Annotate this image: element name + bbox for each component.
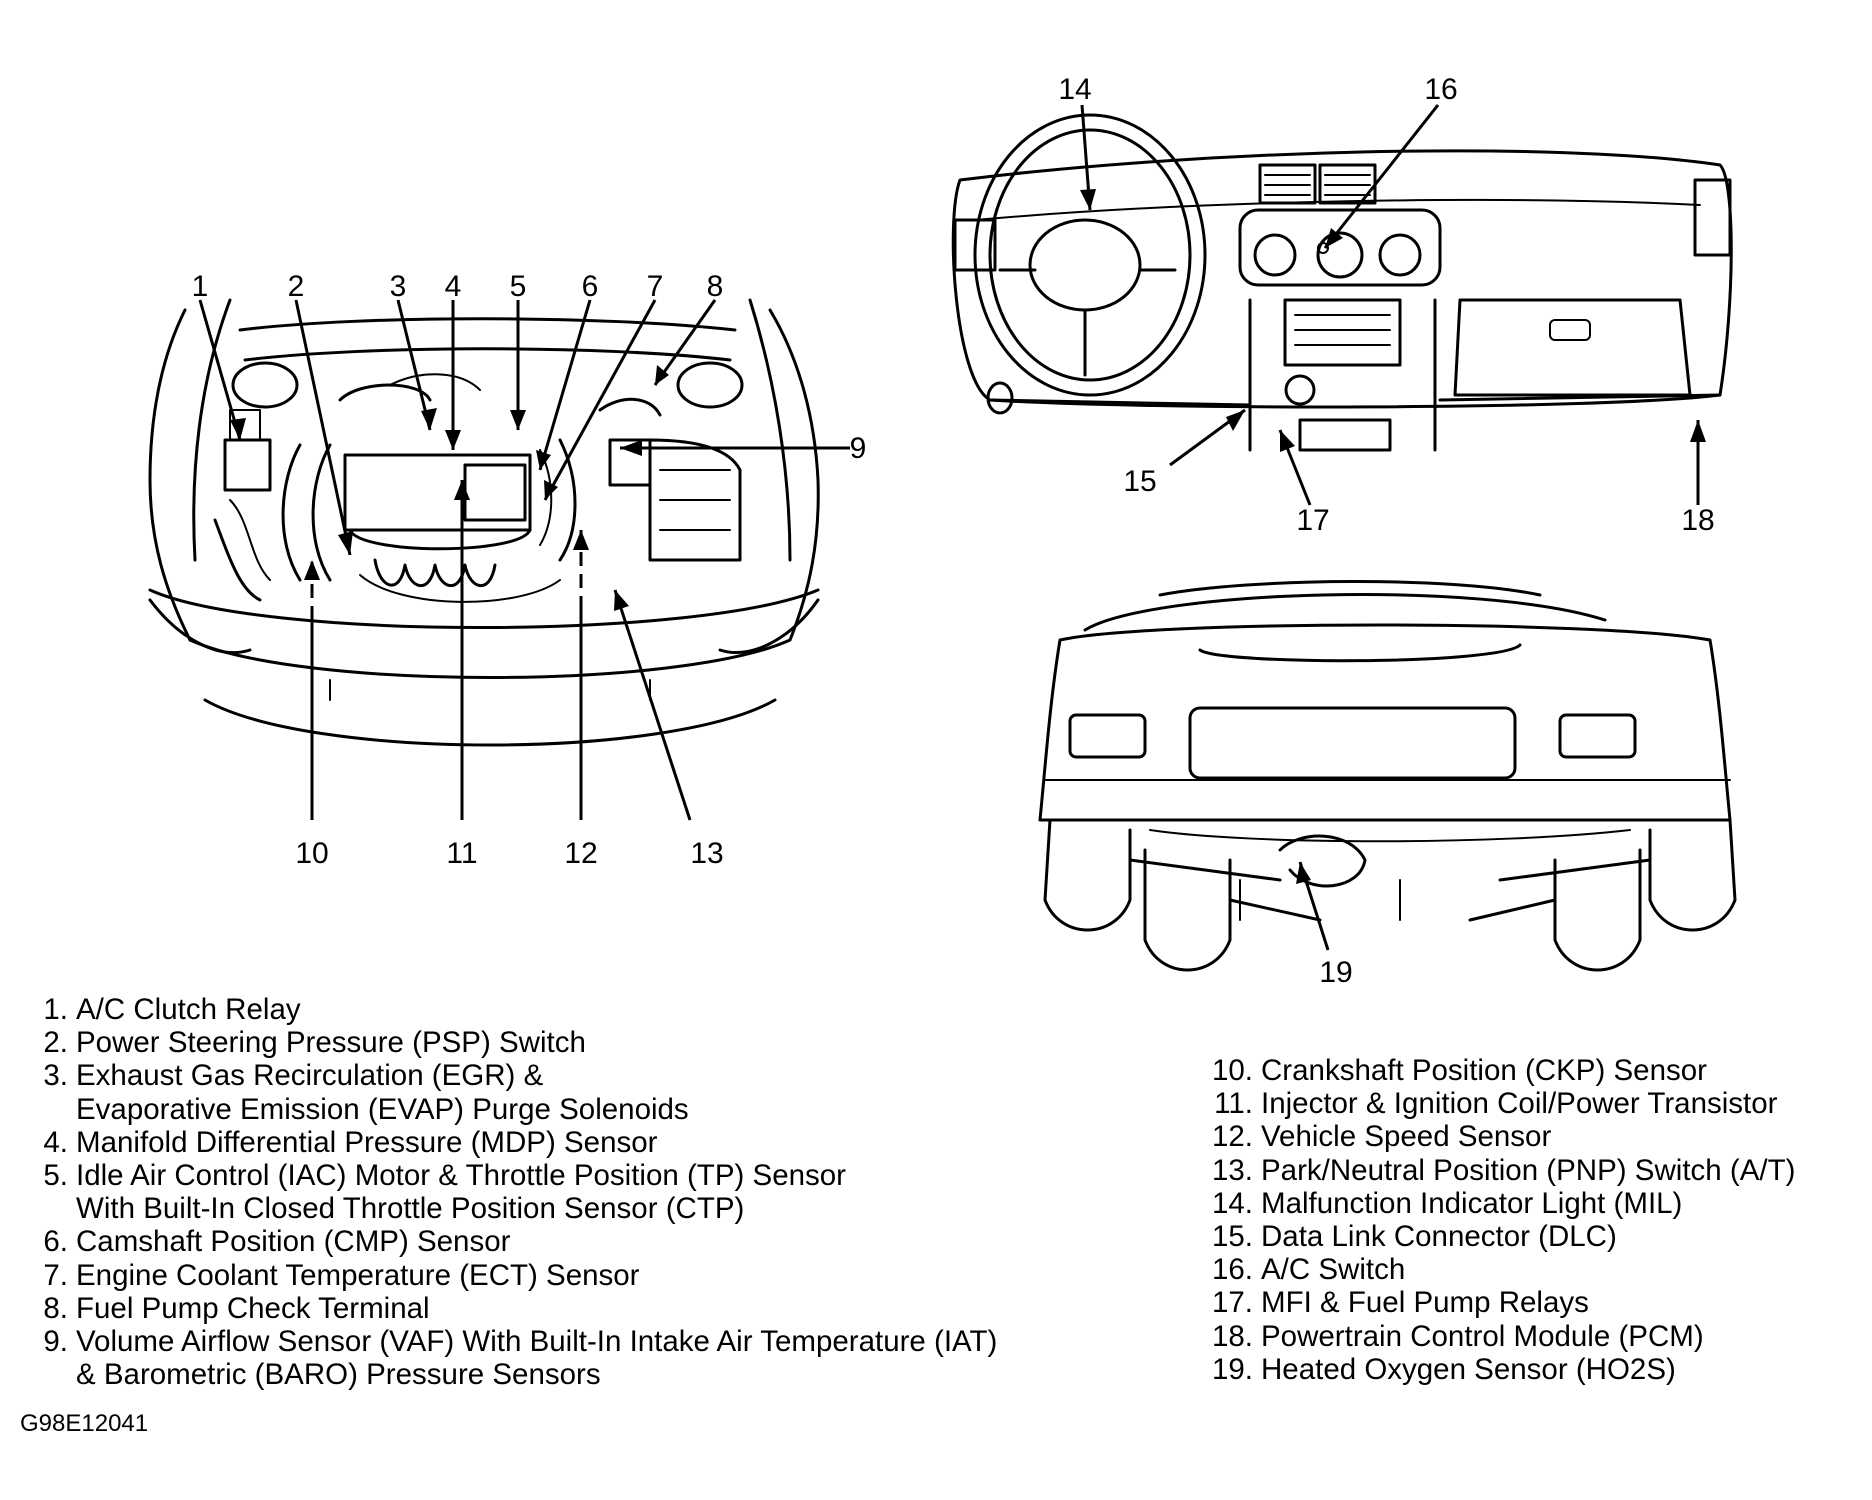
legend-item-6: 6.Camshaft Position (CMP) Sensor: [43, 1225, 511, 1259]
legend-item-3-continued: Evaporative Emission (EVAP) Purge Soleno…: [76, 1092, 689, 1126]
callout-7: 7: [647, 270, 664, 303]
callout-11: 11: [446, 837, 477, 870]
callout-15: 15: [1123, 465, 1156, 498]
vehicle-front-underside-illustration: [1038, 580, 1737, 972]
callout-10: 10: [295, 837, 328, 870]
callout-1: 1: [192, 270, 209, 303]
callout-8: 8: [707, 270, 724, 303]
callout-4: 4: [445, 270, 462, 303]
legend-item-13: 13.Park/Neutral Position (PNP) Switch (A…: [1211, 1153, 1796, 1187]
legend-item-4: 4.Manifold Differential Pressure (MDP) S…: [43, 1125, 658, 1159]
callout-13: 13: [690, 837, 723, 870]
legend-item-19: 19.Heated Oxygen Sensor (HO2S): [1211, 1352, 1676, 1386]
callout-9: 9: [850, 432, 867, 465]
callout-12: 12: [564, 837, 597, 870]
callout-numbers: 1 2 3 4 5 6 7 8 9 10 11 12 13 14 15 16 1…: [192, 73, 1715, 989]
legend-item-1: 1.A/C Clutch Relay: [43, 993, 301, 1026]
engine-leader-lines: [198, 299, 850, 821]
legend-item-7: 7.Engine Coolant Temperature (ECT) Senso…: [43, 1258, 640, 1292]
legend-item-2: 2.Power Steering Pressure (PSP) Switch: [43, 1026, 586, 1060]
callout-14: 14: [1058, 73, 1091, 106]
callout-2: 2: [288, 270, 305, 303]
legend-item-14: 14.Malfunction Indicator Light (MIL): [1211, 1186, 1683, 1220]
legend-item-15: 15.Data Link Connector (DLC): [1211, 1220, 1617, 1254]
callout-16: 16: [1424, 73, 1457, 106]
dashboard-leader-lines: [1080, 104, 1706, 506]
callout-5: 5: [510, 270, 527, 303]
legend-item-5: 5.Idle Air Control (IAC) Motor & Throttl…: [43, 1159, 846, 1193]
legend-item-3: 3.Exhaust Gas Recirculation (EGR) &: [43, 1059, 544, 1093]
legend-item-9-continued: & Barometric (BARO) Pressure Sensors: [76, 1358, 601, 1392]
callout-19: 19: [1319, 956, 1352, 989]
legend-item-18: 18.Powertrain Control Module (PCM): [1211, 1319, 1704, 1353]
legend-item-8: 8.Fuel Pump Check Terminal: [43, 1291, 430, 1325]
legend-item-10: 10.Crankshaft Position (CKP) Sensor: [1211, 1054, 1707, 1087]
underside-leader-line: [1296, 861, 1330, 951]
legend-item-12: 12.Vehicle Speed Sensor: [1211, 1120, 1552, 1154]
callout-6: 6: [582, 270, 599, 303]
dashboard-illustration: [951, 113, 1733, 452]
legend-item-9: 9.Volume Airflow Sensor (VAF) With Built…: [43, 1325, 998, 1359]
legend-item-17: 17.MFI & Fuel Pump Relays: [1211, 1286, 1589, 1320]
callout-3: 3: [390, 270, 407, 303]
legend-left-column: 1.A/C Clutch Relay 2.Power Steering Pres…: [10, 993, 997, 1391]
legend-item-5-continued: With Built-In Closed Throttle Position S…: [76, 1192, 745, 1226]
legend-item-11: 11.Injector & Ignition Coil/Power Transi…: [1214, 1087, 1778, 1121]
legend-right-column: 10.Crankshaft Position (CKP) Sensor 11.I…: [1195, 1054, 1795, 1386]
callout-17: 17: [1296, 504, 1329, 537]
engine-compartment-illustration: [148, 298, 820, 747]
callout-18: 18: [1681, 504, 1714, 537]
legend-item-16: 16.A/C Switch: [1211, 1253, 1406, 1287]
figure-code: G98E12041: [20, 1410, 149, 1437]
